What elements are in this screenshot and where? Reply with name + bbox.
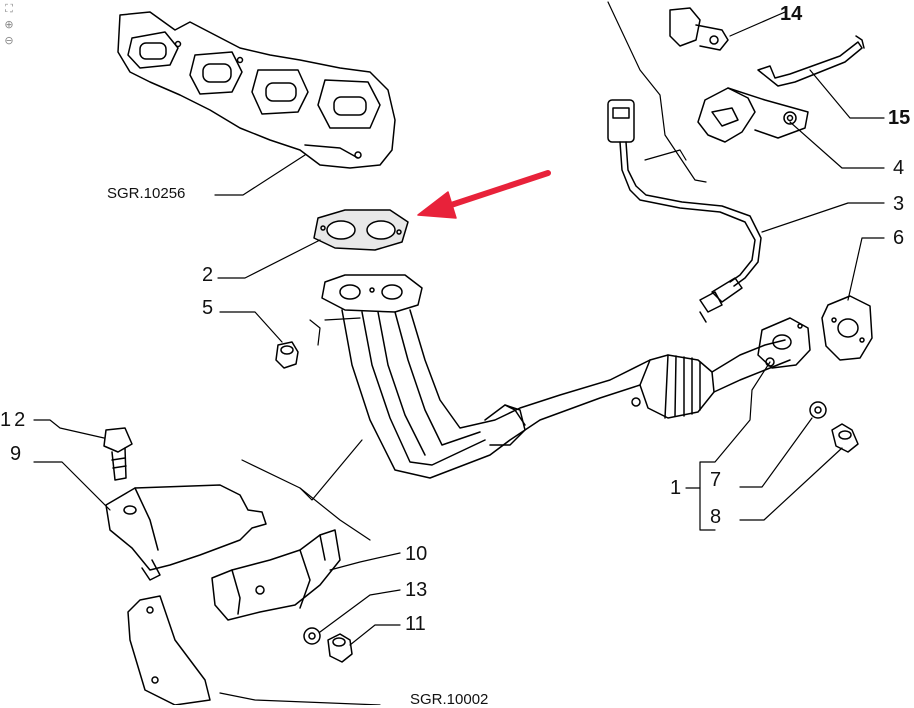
callout-4: 4 xyxy=(893,157,905,179)
clip[interactable] xyxy=(669,7,729,51)
zoom-out-icon[interactable]: ⊖ xyxy=(4,34,14,47)
callout-6: 6 xyxy=(893,227,905,249)
callout-1: 1 xyxy=(670,477,682,499)
reference-code-bottom[interactable]: SGR.10002 xyxy=(410,691,489,708)
callout-5: 5 xyxy=(202,297,214,319)
callout-7: 7 xyxy=(710,469,722,491)
callout-10: 10 xyxy=(405,543,428,565)
hex-nut[interactable] xyxy=(327,633,353,663)
highlight-arrow xyxy=(417,170,551,219)
callout-11: 11 xyxy=(405,613,426,635)
nut[interactable] xyxy=(275,341,299,369)
support-bracket[interactable] xyxy=(105,484,267,705)
leader-lines xyxy=(33,1,885,705)
outlet-gasket[interactable] xyxy=(821,295,873,361)
bolt[interactable] xyxy=(831,423,859,453)
zoom-in-icon[interactable]: ⊕ xyxy=(4,18,14,31)
mounting-bolt[interactable] xyxy=(103,427,133,481)
exhaust-manifold[interactable] xyxy=(117,11,396,169)
mounting-plate[interactable] xyxy=(211,529,341,621)
sensor-bracket[interactable] xyxy=(697,87,809,143)
callout-3: 3 xyxy=(893,193,905,215)
lambda-sensor[interactable] xyxy=(607,99,762,323)
exhaust-downpipe[interactable] xyxy=(341,309,811,479)
callout-12: 12 xyxy=(0,409,29,431)
callout-2: 2 xyxy=(202,264,214,286)
gasket[interactable] xyxy=(313,209,409,251)
callout-8: 8 xyxy=(710,506,722,528)
zoom-toolbar: ⛶ ⊕ ⊖ xyxy=(3,3,19,51)
spacer-washer[interactable] xyxy=(303,627,321,645)
callout-15: 15 xyxy=(888,107,911,129)
cable-tie[interactable] xyxy=(757,35,865,87)
fit-screen-icon[interactable]: ⛶ xyxy=(5,2,13,15)
callout-13: 13 xyxy=(405,579,428,601)
reference-code-top[interactable]: SGR.10256 xyxy=(107,185,186,202)
callout-14: 14 xyxy=(780,3,803,25)
downpipe-flange[interactable] xyxy=(321,274,423,313)
washer[interactable] xyxy=(809,401,827,419)
callout-9: 9 xyxy=(10,443,22,465)
